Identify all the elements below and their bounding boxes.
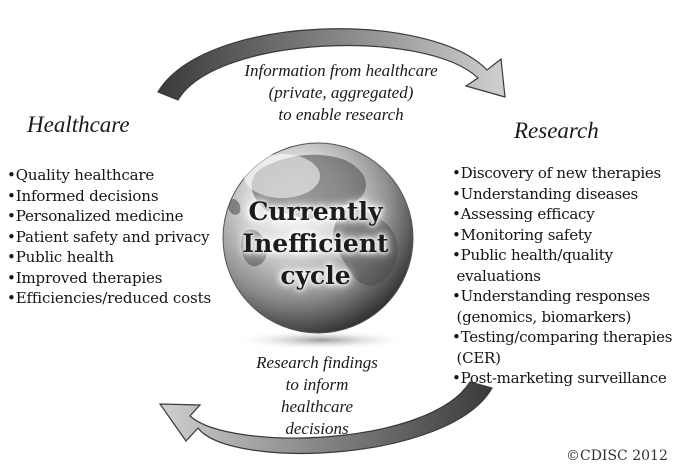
list-item: •Monitoring safety bbox=[452, 225, 592, 244]
research-benefits-list: •Discovery of new therapies •Understandi… bbox=[452, 163, 673, 389]
list-item: evaluations bbox=[452, 266, 541, 285]
center-label: Currently Inefficient cycle bbox=[228, 196, 403, 292]
list-item: •Understanding responses bbox=[452, 287, 650, 305]
list-item: •Efficiencies/reduced costs bbox=[7, 289, 212, 307]
bottom-flow-line: healthcare bbox=[280, 397, 354, 416]
bottom-cycle-arrow bbox=[158, 381, 493, 454]
list-item: •Improved therapies bbox=[7, 268, 163, 287]
list-item: •Public health bbox=[7, 248, 114, 266]
top-cycle-arrow bbox=[157, 28, 506, 101]
list-item: •Patient safety and privacy bbox=[7, 227, 210, 246]
center-label-line: cycle bbox=[280, 261, 351, 290]
list-item: •Public health/quality bbox=[452, 246, 613, 264]
bottom-flow-text: Research findings to inform healthcare d… bbox=[222, 352, 412, 440]
list-item: •Informed decisions bbox=[7, 186, 159, 205]
top-flow-line: to enable research bbox=[278, 105, 404, 124]
list-item: •Personalized medicine bbox=[7, 207, 184, 225]
list-item: •Understanding diseases bbox=[452, 184, 638, 203]
bottom-flow-line: Research findings bbox=[256, 353, 378, 372]
healthcare-title: Healthcare bbox=[27, 112, 130, 137]
list-item: •Discovery of new therapies bbox=[452, 164, 661, 182]
list-item: •Assessing efficacy bbox=[452, 205, 595, 223]
list-item: (genomics, biomarkers) bbox=[452, 307, 632, 326]
list-item: •Quality healthcare bbox=[7, 166, 155, 184]
healthcare-benefits-list: •Quality healthcare •Informed decisions … bbox=[7, 165, 211, 309]
top-flow-line: Information from healthcare bbox=[244, 61, 438, 80]
globe-icon bbox=[222, 142, 414, 350]
center-label-line: Inefficient bbox=[242, 229, 389, 258]
bottom-flow-line: decisions bbox=[285, 419, 349, 438]
list-item: •Testing/comparing therapies bbox=[452, 328, 673, 346]
bottom-flow-line: to inform bbox=[285, 375, 349, 394]
top-flow-text: Information from healthcare (private, ag… bbox=[196, 60, 486, 126]
list-item: (CER) bbox=[452, 348, 501, 367]
copyright-notice: ©CDISC 2012 bbox=[566, 448, 668, 464]
list-item: •Post-marketing surveillance bbox=[452, 369, 667, 387]
center-label-line: Currently bbox=[248, 197, 383, 226]
top-flow-line: (private, aggregated) bbox=[268, 83, 414, 102]
research-title: Research bbox=[514, 118, 599, 143]
